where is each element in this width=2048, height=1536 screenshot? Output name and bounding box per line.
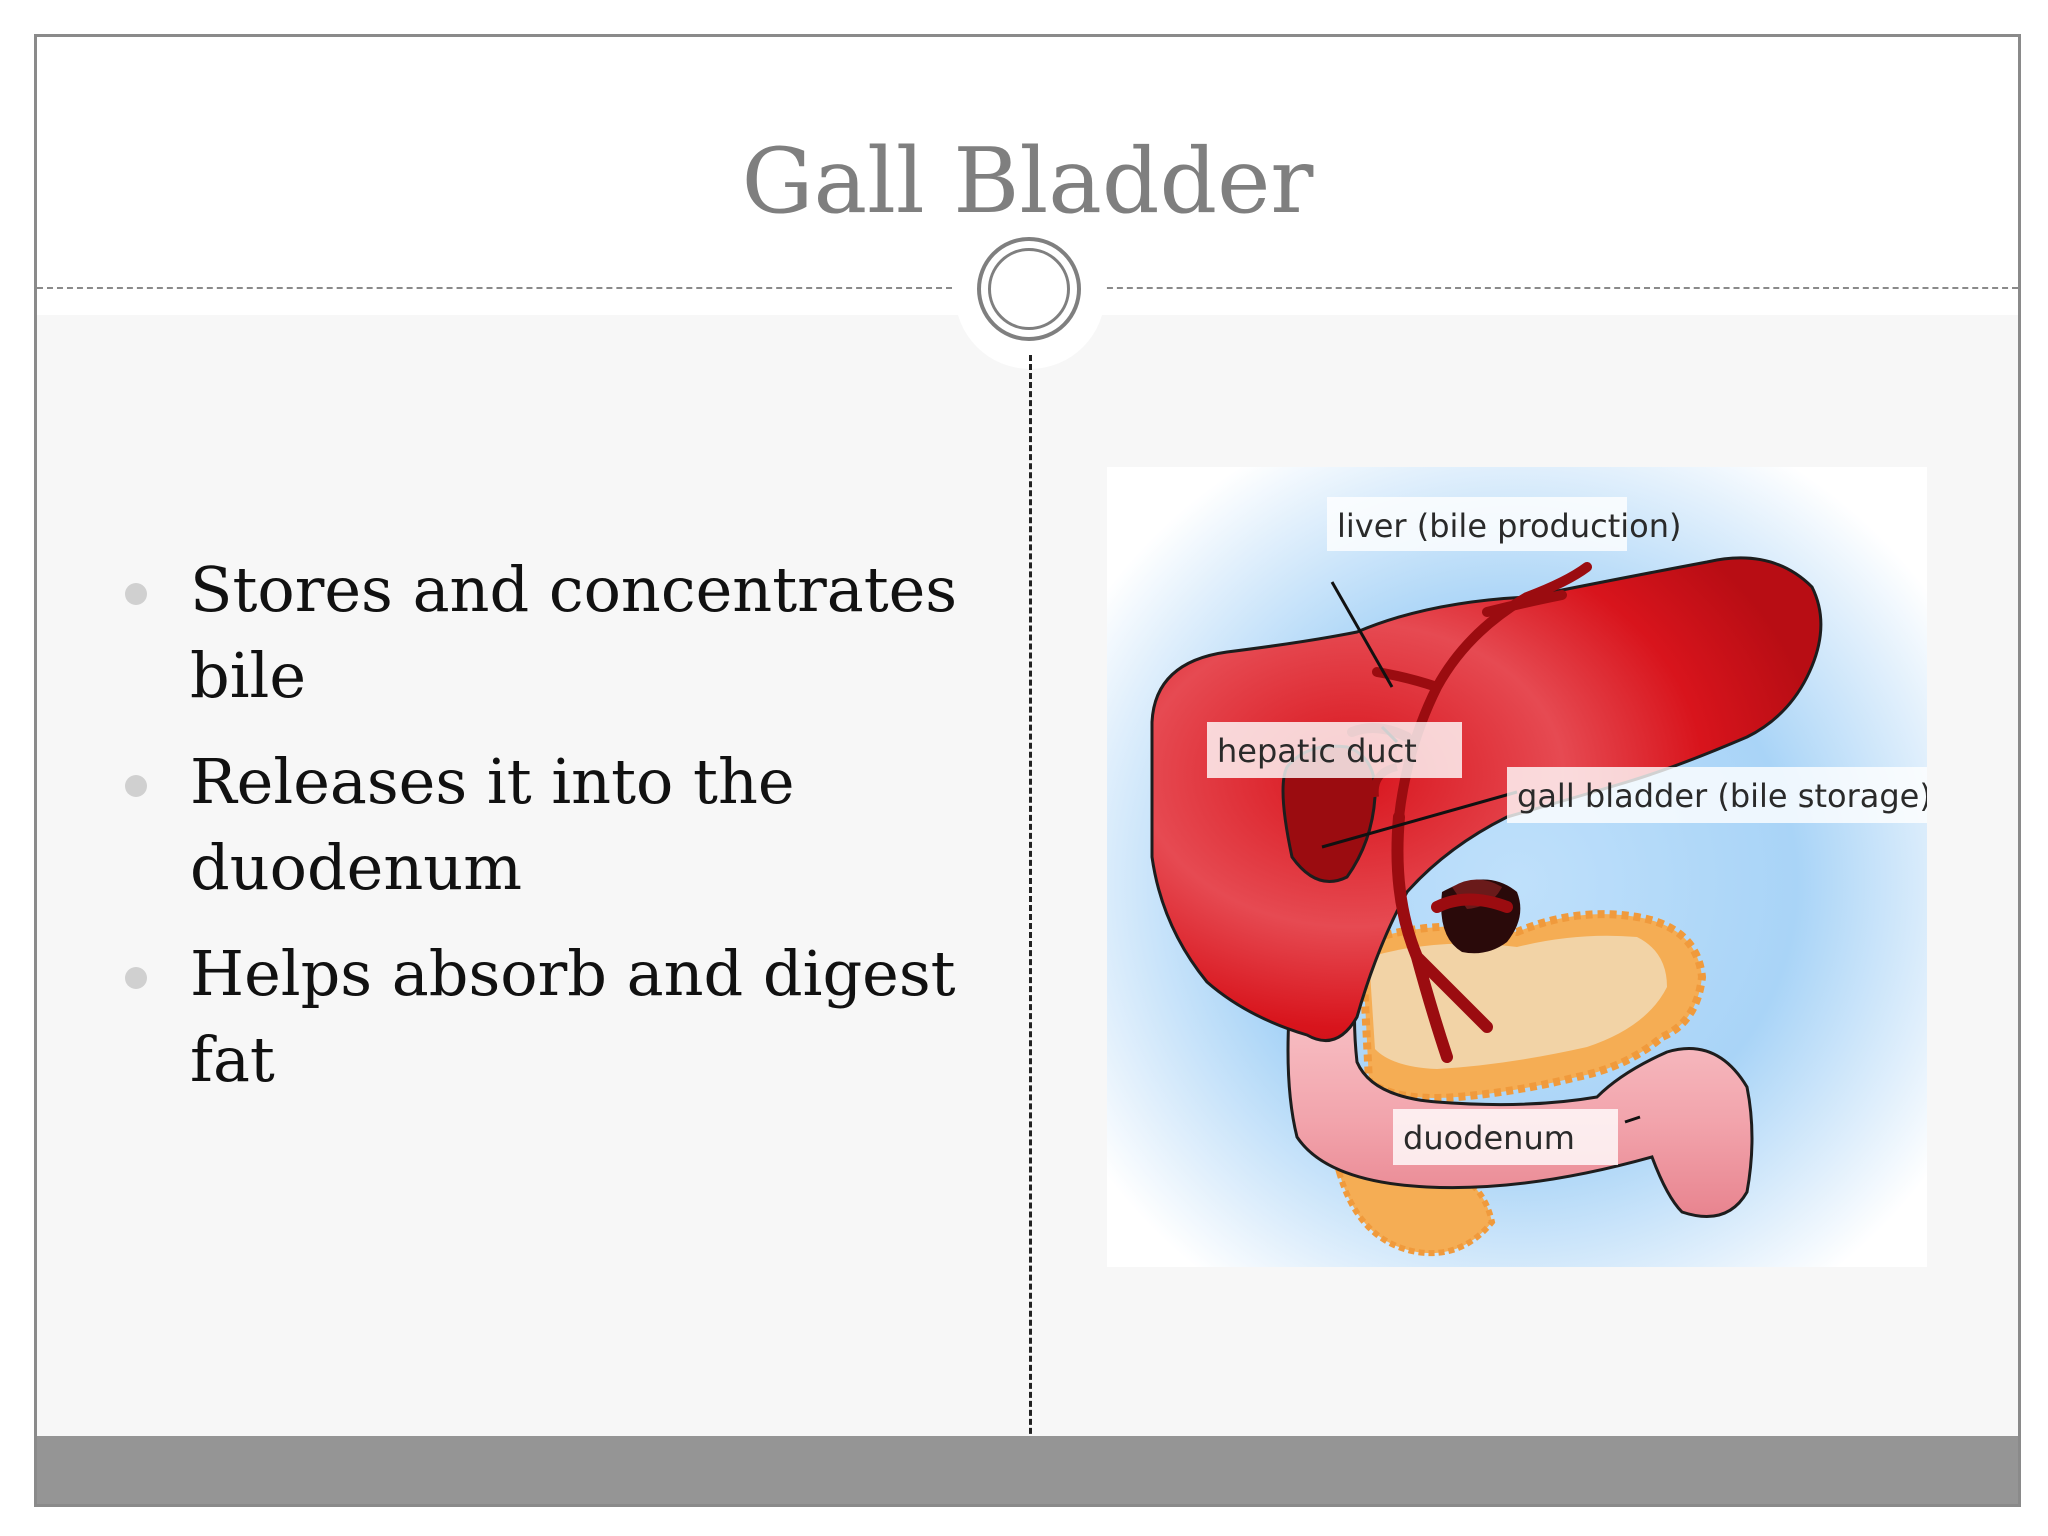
- duodenum-label: duodenum: [1403, 1119, 1575, 1157]
- title-divider-left: [37, 287, 962, 289]
- gall-bladder-label: gall bladder (bile storage): [1517, 777, 1927, 815]
- title-divider-right: [1097, 287, 2018, 289]
- liver-leader-line: [1330, 581, 1394, 688]
- liver-label: liver (bile production): [1337, 507, 1681, 545]
- slide-frame: Gall Bladder Stores and concentrates bil…: [34, 34, 2021, 1507]
- column-divider: [1029, 355, 1032, 1470]
- bullet-text: Helps absorb and digest fat: [190, 937, 956, 1096]
- liver-label-box: [1327, 497, 1627, 551]
- hepatic-duct-label: hepatic duct: [1217, 732, 1417, 770]
- gall-bladder-leader-line: [1321, 790, 1518, 849]
- duodenum-label-box: [1393, 1109, 1618, 1165]
- bullet-text: Releases it into the duodenum: [190, 745, 795, 904]
- gall-bladder-label-box: [1507, 767, 1927, 823]
- duodenum-leader-line: [1624, 1115, 1641, 1124]
- circle-ornament-inner: [988, 248, 1070, 330]
- bullet-dot-icon: [125, 775, 147, 797]
- bullet-dot-icon: [125, 583, 147, 605]
- gall-bladder-diagram: liver (bile production) hepatic duct gal…: [1107, 437, 1927, 1287]
- hepatic-duct-label-box: [1207, 722, 1462, 778]
- bullet-item: Stores and concentrates bile: [95, 547, 975, 719]
- bullet-dot-icon: [125, 967, 147, 989]
- circle-ornament-icon: [977, 237, 1081, 341]
- bullet-list: Stores and concentrates bile Releases it…: [95, 547, 975, 1123]
- anatomy-diagram: liver (bile production) hepatic duct gal…: [1107, 467, 1927, 1267]
- bottom-bar: [37, 1436, 2018, 1504]
- bullet-item: Releases it into the duodenum: [95, 739, 975, 911]
- bullet-text: Stores and concentrates bile: [190, 553, 958, 712]
- slide-title: Gall Bladder: [741, 129, 1314, 234]
- bullet-item: Helps absorb and digest fat: [95, 931, 975, 1103]
- common-bile-duct: [1391, 811, 1513, 1063]
